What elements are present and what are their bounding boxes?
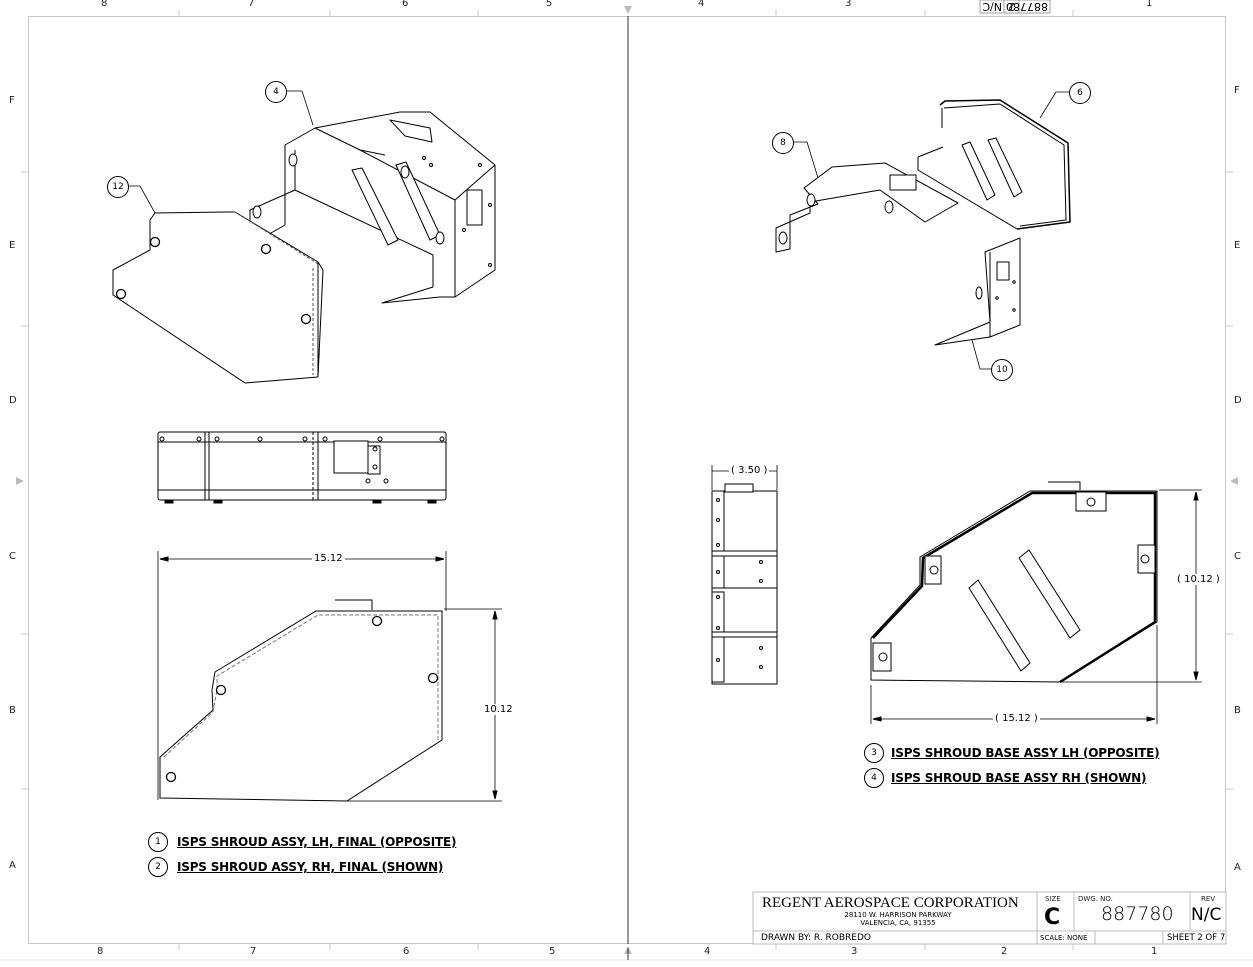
right-profile-view <box>870 481 1202 724</box>
zone-bottom-1: 1 <box>1151 946 1158 957</box>
zone-bottom-8: 8 <box>97 946 104 957</box>
note-balloon-1: 1 <box>148 832 168 852</box>
balloon-item-6: 6 <box>1069 82 1091 104</box>
address-line-1: 28110 W. HARRISON PARKWAY <box>844 911 952 919</box>
zone-bottom-6: 6 <box>403 946 410 957</box>
note-text-1: ISPS SHROUD ASSY, LH, FINAL (OPPOSITE) <box>177 835 457 849</box>
note-text-3: ISPS SHROUD BASE ASSY LH (OPPOSITE) <box>891 746 1160 760</box>
scale: SCALE: NONE <box>1040 934 1088 942</box>
rev-label: REV <box>1201 895 1216 903</box>
center-markers <box>16 6 1238 960</box>
balloon-item-8: 8 <box>772 132 794 154</box>
left-front-view <box>157 431 447 504</box>
zone-left-F: F <box>9 95 15 106</box>
right-side-view <box>711 465 778 685</box>
zone-top-1: 1 <box>1146 0 1153 9</box>
zone-bottom-7: 7 <box>250 946 257 957</box>
zone-left-E: E <box>9 240 16 251</box>
left-profile-view <box>157 551 502 802</box>
top-stamp-sheet: 2 <box>1008 0 1015 13</box>
dwg-no-value: 887780 <box>1101 903 1174 925</box>
zone-top-8: 8 <box>101 0 108 9</box>
zone-left-C: C <box>9 551 16 562</box>
size-label: SIZE <box>1045 895 1061 903</box>
zone-right-D: D <box>1234 395 1242 406</box>
note-balloon-4: 4 <box>864 768 884 788</box>
rev-value: N/C <box>1191 905 1222 925</box>
zone-top-4: 4 <box>698 0 705 9</box>
balloon-item-12: 12 <box>107 176 129 198</box>
left-iso-leaders <box>127 90 314 214</box>
balloon-item-10: 10 <box>991 359 1013 381</box>
zone-bottom-3: 3 <box>851 946 858 957</box>
dim-left-height: 10.12 <box>482 704 515 715</box>
drawn-by: DRAWN BY: R. ROBREDO <box>761 933 871 943</box>
note-balloon-2: 2 <box>148 857 168 877</box>
left-isometric-view <box>112 111 496 384</box>
zone-left-B: B <box>9 705 16 716</box>
zone-top-7: 7 <box>248 0 255 9</box>
dim-left-width: 15.12 <box>312 553 345 564</box>
dwg-no-label: DWG. NO. <box>1078 895 1113 903</box>
zone-top-3: 3 <box>845 0 852 9</box>
zone-top-5: 5 <box>546 0 553 9</box>
zone-top-6: 6 <box>402 0 409 9</box>
top-stamp: 887780 2 N/C <box>981 0 1050 13</box>
dim-right-width: ( 15.12 ) <box>993 713 1040 724</box>
zone-left-D: D <box>9 395 17 406</box>
right-isometric-view <box>775 99 1071 346</box>
right-iso-leaders <box>793 91 1070 370</box>
address-line-2: VALENCIA, CA, 91355 <box>860 919 936 927</box>
dim-right-depth: ( 3.50 ) <box>729 465 770 476</box>
company-address: 28110 W. HARRISON PARKWAY VALENCIA, CA, … <box>762 911 1034 927</box>
sheet-border <box>0 10 1253 961</box>
zone-right-A: A <box>1234 862 1241 873</box>
size-value: C <box>1044 905 1061 930</box>
dim-right-height: ( 10.12 ) <box>1175 574 1222 585</box>
top-stamp-rev: N/C <box>982 0 1002 13</box>
balloon-item-4: 4 <box>265 81 287 103</box>
zone-right-C: C <box>1234 551 1241 562</box>
zone-bottom-5: 5 <box>549 946 556 957</box>
note-balloon-3: 3 <box>864 743 884 763</box>
note-text-4: ISPS SHROUD BASE ASSY RH (SHOWN) <box>891 771 1147 785</box>
zone-bottom-2: 2 <box>1001 946 1008 957</box>
zone-right-E: E <box>1234 240 1241 251</box>
title-block-frame <box>752 891 1227 945</box>
zone-bottom-4: 4 <box>704 946 711 957</box>
sheet-number: SHEET 2 OF 7 <box>1167 933 1226 943</box>
company-name: REGENT AEROSPACE CORPORATION <box>762 895 1019 911</box>
note-text-2: ISPS SHROUD ASSY, RH, FINAL (SHOWN) <box>177 860 444 874</box>
zone-right-B: B <box>1234 705 1241 716</box>
top-stamp-box <box>979 0 1051 14</box>
zone-right-F: F <box>1234 85 1240 96</box>
zone-left-A: A <box>9 860 16 871</box>
